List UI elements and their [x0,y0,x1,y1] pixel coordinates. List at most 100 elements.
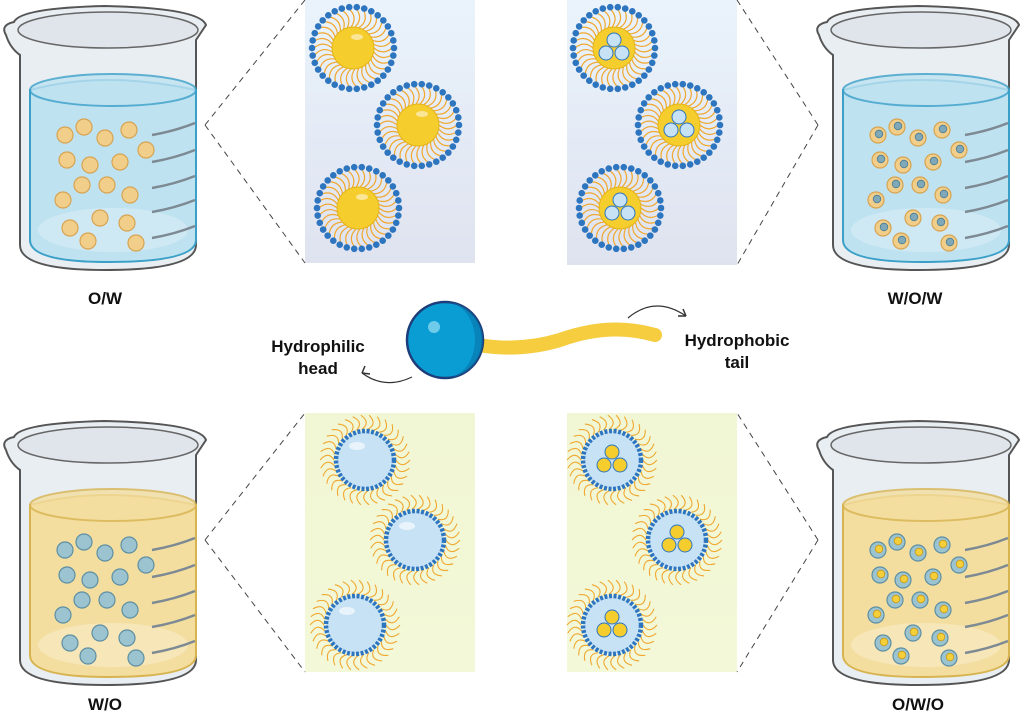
graduation-mark [151,563,196,579]
reverse-micelle [369,494,461,586]
lipid-tail [623,487,633,501]
lipid-tail [681,569,690,584]
lipid-head [319,17,327,24]
lipid-tail [634,47,654,53]
lipid-tail [612,68,619,88]
lipid-head [439,88,447,96]
lipid-tail [640,636,655,644]
lipid-tail [335,12,345,30]
lipid-tail [359,654,368,669]
lipid-tail [634,429,646,441]
lipid-head [599,5,607,12]
lipid-head [637,136,645,144]
lipid-head [425,161,433,168]
droplet-core [929,571,939,581]
lipid-tail [634,521,649,529]
lipid-head [641,237,649,245]
lipid-tail [679,494,686,510]
lipid-tail [368,21,383,35]
lipid-head [664,82,672,89]
graduation-mark [151,148,196,164]
lipid-tail [694,564,705,577]
lipid-tail [610,655,617,671]
lipid-tail [440,556,454,566]
lipid-tail [629,649,640,662]
hydrophobic-tail [471,322,662,355]
lipid-head [379,100,387,107]
oil-droplet [677,537,693,553]
lipid-tail [618,228,625,248]
lipid-tail [573,639,586,649]
lipid-head [324,177,332,184]
lipid-tail [381,109,399,118]
lipid-tail [370,224,382,240]
droplet [904,209,922,227]
lipid-tail [394,499,404,513]
lipid-tail [601,67,609,86]
lipid-tail [631,27,648,38]
water-droplet [612,192,628,208]
label-oil-water-oil: O/W/O [892,695,944,714]
lipid-head [693,158,701,166]
lipid-tail [612,228,619,248]
lipid-head [635,129,642,136]
lipid-head [444,149,452,156]
lipid-tail [637,218,654,230]
droplet [894,571,912,589]
lipid-tail [638,436,651,446]
graduation-mark [151,174,196,190]
lipid-tail [596,654,604,669]
water-droplet [620,205,636,221]
lipid-tail [334,584,344,598]
droplet-core [876,154,886,164]
liquid-surface [29,73,197,107]
lipid-tail [637,187,654,198]
lipid-head [592,81,600,89]
arrow-to-tail-label [627,305,687,319]
droplet-core [893,121,903,131]
lipid-head [390,37,397,44]
droplet [111,153,129,171]
liquid-bottom-highlight [38,623,188,667]
lipid-tail [632,224,644,240]
lipid-head [705,149,713,156]
lipid-tail [606,68,613,88]
lipid-tail [623,12,633,30]
droplet [931,629,949,647]
lipid-tail [430,93,443,109]
lipid-head [331,7,339,15]
droplet [120,121,138,139]
lipid-head [645,66,653,73]
lipid-head [651,37,658,44]
lipid-tail [321,213,339,223]
lipid-tail [322,441,337,449]
droplet [54,191,72,209]
lipid-tail [370,27,387,38]
lipid-head [311,59,319,67]
lipid-tail [640,207,660,213]
lipid-tail [356,228,363,248]
lipid-head [389,88,397,96]
lipid-tail [631,58,648,70]
lipid-head [373,121,381,129]
lipid-tail [590,221,605,235]
lipid-head [576,197,583,204]
lipid-head [308,44,316,52]
lipid-tail [682,144,691,164]
lipid-head [575,66,583,73]
lipid-tail [353,168,360,188]
lipid-tail [672,494,679,510]
lipid-head [646,177,654,184]
lipid-tail [616,654,625,669]
lipid-tail [577,32,595,41]
lipid-tail [399,143,409,161]
lipid-head [716,114,723,121]
lipid-tail [634,645,646,657]
lipid-tail [607,579,614,595]
lipid-head [686,82,694,89]
droplet [886,591,904,609]
lipid-head [641,171,649,179]
arrow-to-head-label [361,372,413,384]
lipid-tail [691,93,704,109]
lipid-tail [638,601,651,611]
